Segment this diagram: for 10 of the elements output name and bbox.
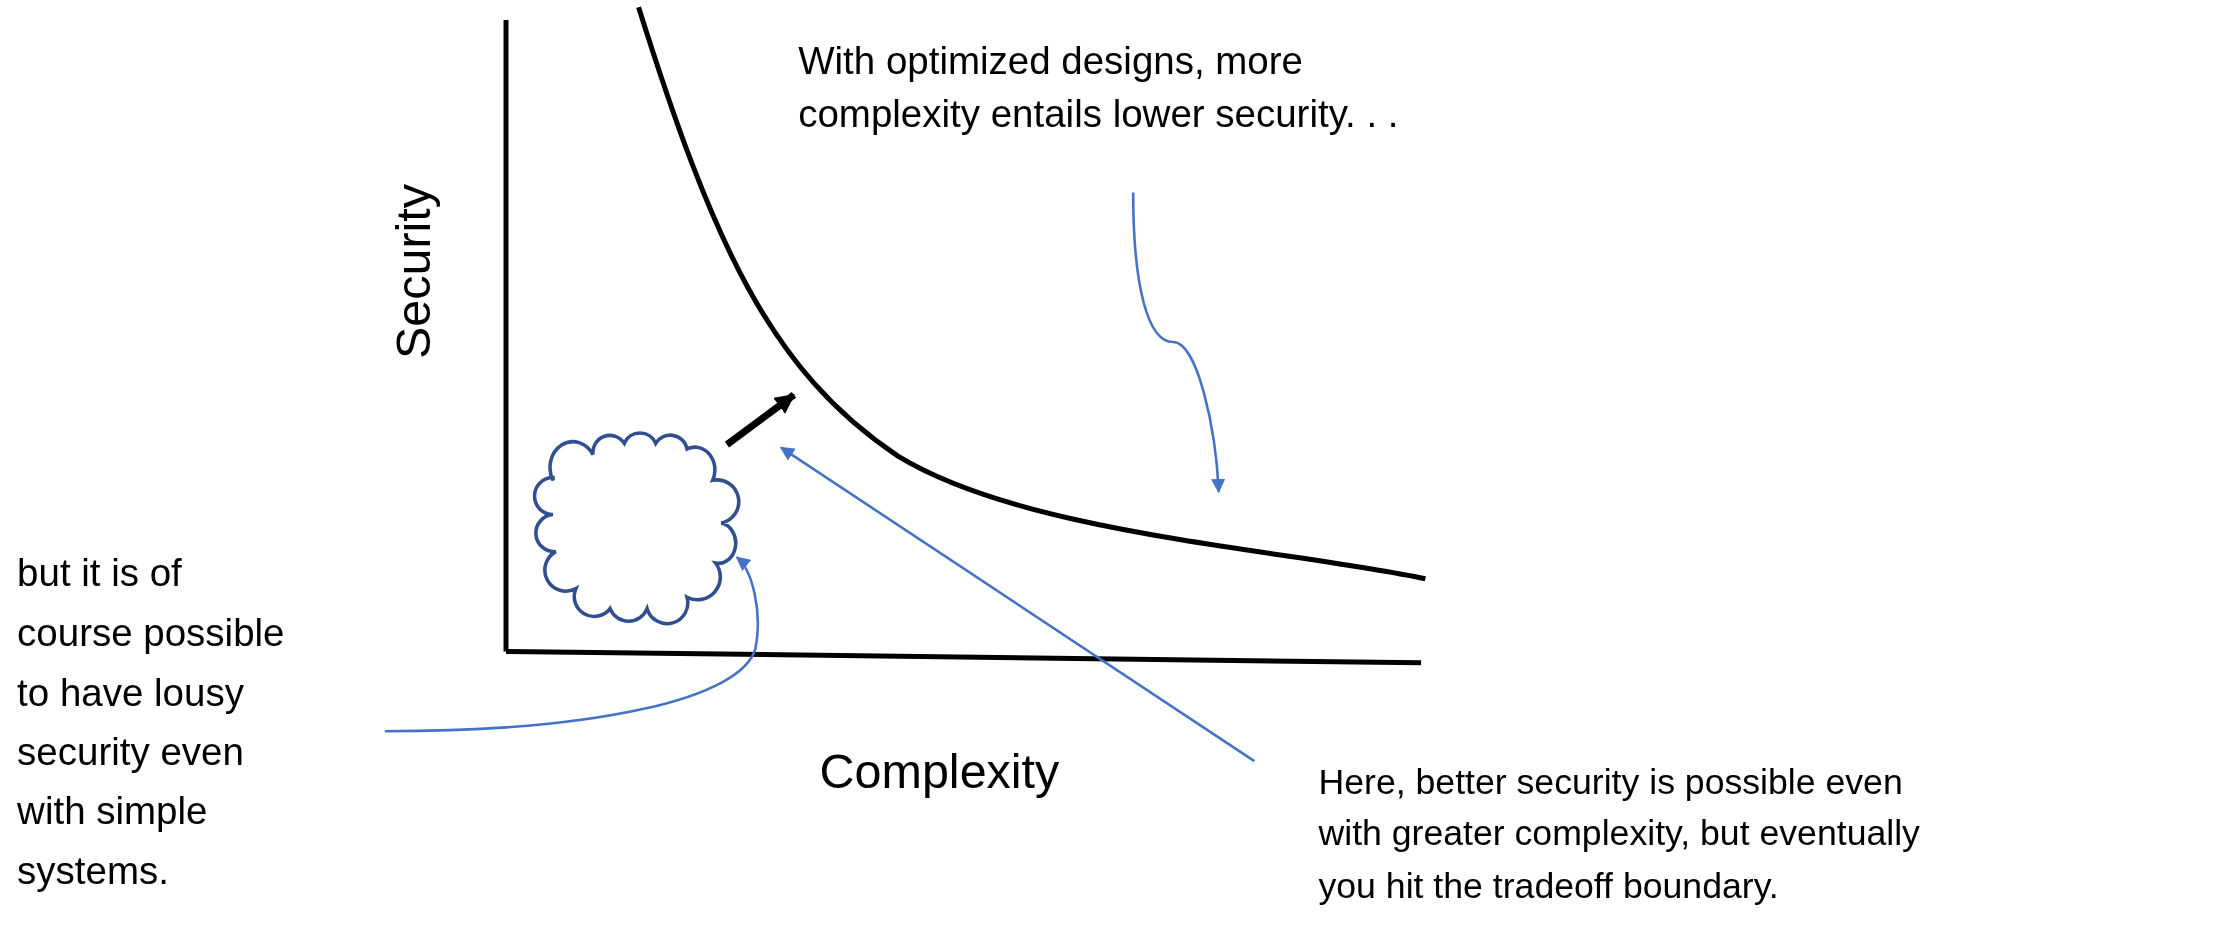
leader-arrow	[779, 446, 1256, 763]
annotation-text: With optimized designs, more complexity entails lower security. . .	[798, 35, 1440, 142]
axis-label: Complexity	[819, 744, 1060, 800]
axis-label: Security	[385, 183, 441, 359]
cloud-shape	[532, 431, 741, 626]
leader-arrow	[384, 556, 759, 733]
annotation-text: Here, better security is possible even with greater complexity, but eventually you hit the tradeoff boundary.	[1318, 755, 1953, 911]
arrow	[724, 391, 797, 448]
annotation-text: but it is of course possible to have lousy security even with simple systems.	[17, 544, 303, 903]
leader-arrow	[1131, 192, 1225, 494]
